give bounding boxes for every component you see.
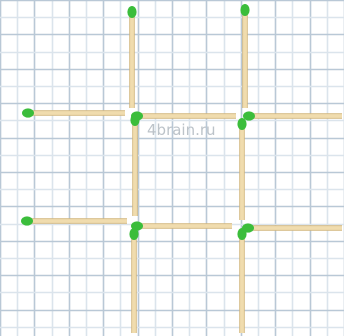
green-match-head-icon	[22, 108, 34, 117]
green-match-head-icon	[243, 111, 255, 120]
green-match-head-icon	[127, 6, 136, 18]
green-match-head-icon	[130, 114, 139, 126]
matchstick[interactable]	[129, 228, 138, 333]
green-match-head-icon	[21, 216, 33, 225]
matchstick[interactable]	[22, 108, 125, 117]
matchstick[interactable]	[237, 118, 246, 220]
green-match-head-icon	[237, 228, 246, 240]
site-watermark: 4brain.ru	[147, 121, 216, 139]
green-match-head-icon	[129, 228, 138, 240]
matchstick[interactable]	[131, 111, 236, 120]
green-match-head-icon	[237, 118, 246, 130]
matchstick[interactable]	[131, 221, 232, 230]
green-match-head-icon	[240, 4, 249, 16]
matchstick[interactable]	[127, 6, 136, 108]
matchstick[interactable]	[237, 228, 246, 333]
